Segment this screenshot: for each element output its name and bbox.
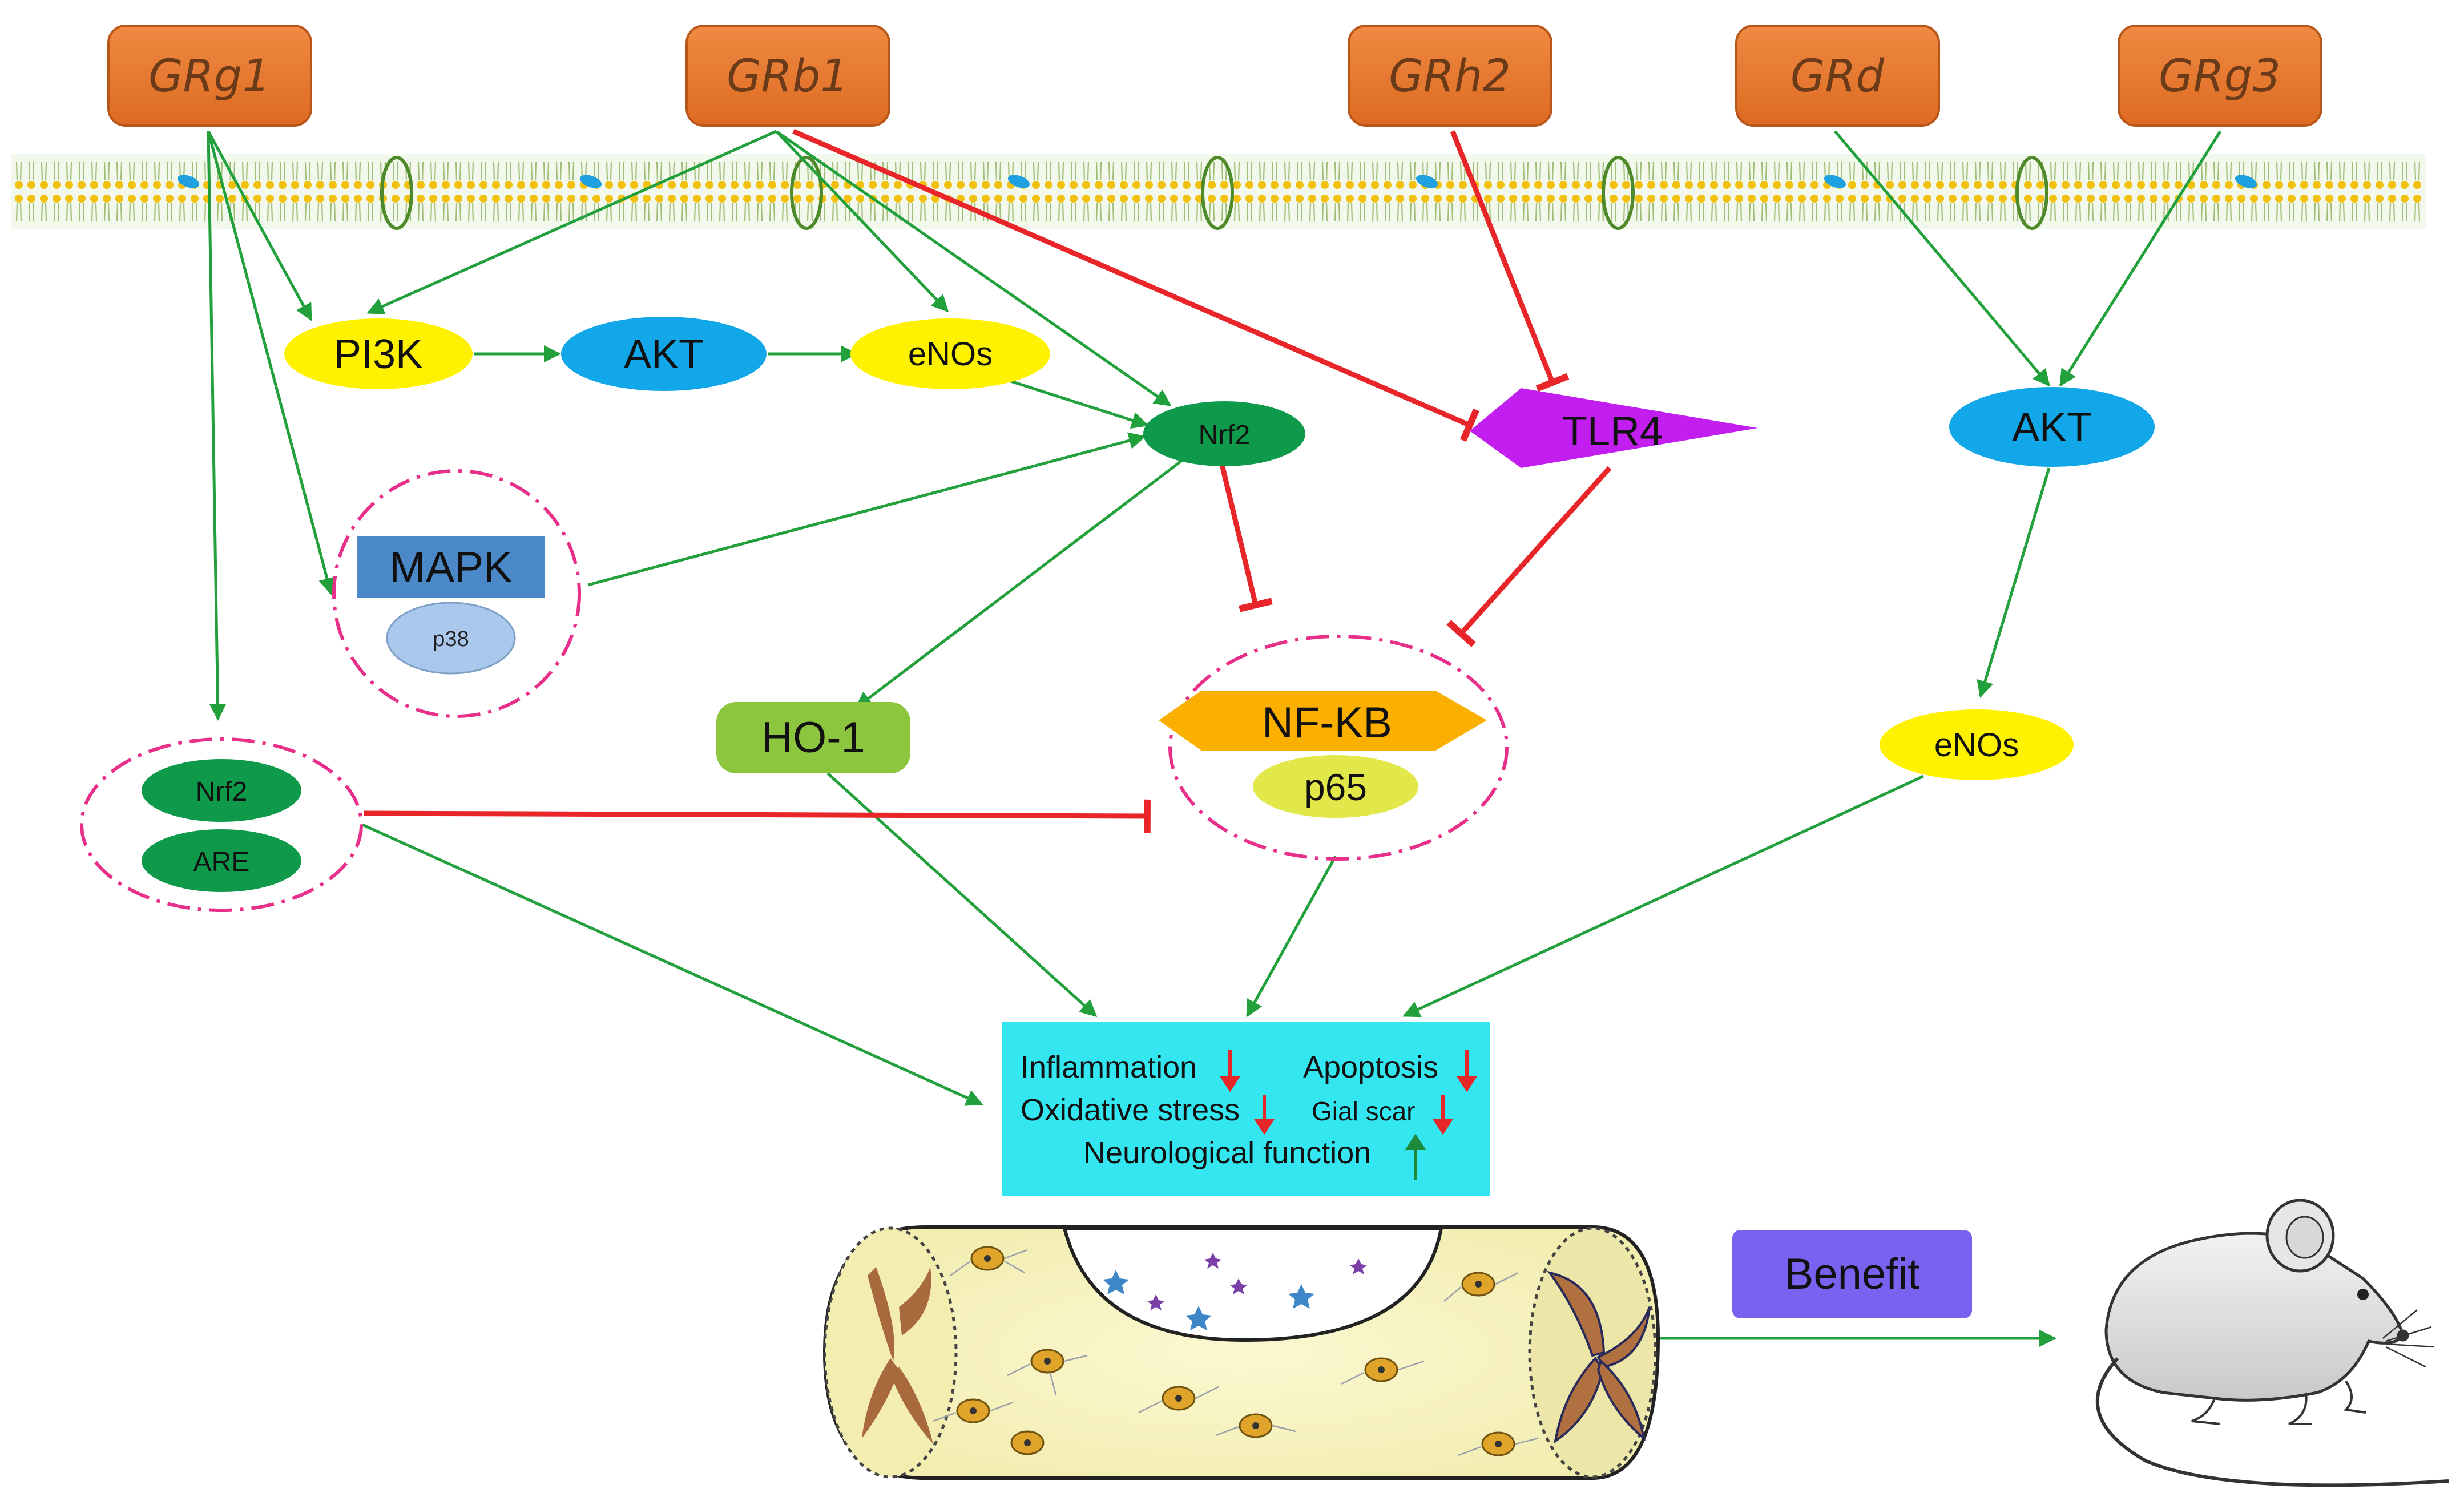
grh2-label: GRh2 bbox=[1389, 51, 1511, 102]
spinal-cord-icon bbox=[822, 1225, 1660, 1480]
svg-text:PI3K: PI3K bbox=[334, 332, 423, 377]
membrane-receptor-icons bbox=[177, 175, 2257, 188]
ginsenoside-grb1: GRb1 bbox=[685, 25, 890, 127]
are-ellipse bbox=[142, 829, 301, 892]
ginsenoside-boxes: GRg1 GRb1 GRh2 GRd GRg3 bbox=[107, 25, 2322, 127]
nfkb-label: NF-KB bbox=[1262, 699, 1392, 747]
arrow-up-icon bbox=[1405, 1133, 1426, 1180]
inhibit-tlr4-nfkb bbox=[1446, 466, 1612, 647]
outcome-box: Inflammation Apoptosis Oxidative stress … bbox=[1002, 1022, 1490, 1196]
svg-text:AKT: AKT bbox=[2012, 405, 2092, 450]
ginsenoside-grh2: GRh2 bbox=[1348, 25, 1552, 127]
mapk-box bbox=[357, 536, 545, 598]
svg-text:eNOs: eNOs bbox=[1934, 727, 2019, 764]
arrow-mapk-nrf2 bbox=[587, 432, 1146, 587]
arrow-nrf2-ho1 bbox=[854, 455, 1188, 709]
neurological-function-label: Neurological function bbox=[1083, 1136, 1371, 1170]
mapk-p38-complex: MAPK p38 bbox=[332, 469, 581, 718]
glial-scar-label: Gial scar bbox=[1312, 1096, 1415, 1126]
svg-text:TLR4: TLR4 bbox=[1562, 409, 1663, 454]
mapk-label: MAPK bbox=[389, 543, 512, 592]
nrf2-are-complex: Nrf2 ARE bbox=[80, 737, 363, 912]
node-akt-left: AKT bbox=[561, 317, 767, 391]
nfkb-p65-complex: NF-KB p65 bbox=[1159, 635, 1509, 861]
inflammation-label: Inflammation bbox=[1021, 1050, 1197, 1084]
node-tlr4: TLR4 bbox=[1470, 388, 1758, 468]
benefit-box: Benefit bbox=[1732, 1230, 1972, 1318]
p65-label: p65 bbox=[1304, 766, 1367, 808]
inhibit-nrf2-nfkb bbox=[1219, 461, 1273, 612]
p38-label: p38 bbox=[433, 627, 469, 651]
inhibit-nrf2are-nfkb bbox=[364, 799, 1151, 833]
node-enos-right: eNOs bbox=[1880, 709, 2074, 780]
nrf2-left-ellipse bbox=[142, 759, 301, 822]
ginsenoside-grg3: GRg3 bbox=[2118, 25, 2322, 127]
grd-label: GRd bbox=[1790, 51, 1885, 102]
node-ho1: HO-1 bbox=[716, 702, 910, 773]
arrow-nrf2are-outcome bbox=[361, 823, 983, 1106]
are-label: ARE bbox=[193, 847, 250, 877]
arrow-ho1-outcome bbox=[826, 772, 1098, 1018]
arrow-grg1-nrf2 bbox=[207, 131, 227, 721]
lesion-star-icons bbox=[1103, 1253, 1367, 1330]
arrow-grb1-pi3k bbox=[366, 130, 777, 314]
apoptosis-label: Apoptosis bbox=[1303, 1050, 1438, 1084]
svg-text:Nrf2: Nrf2 bbox=[1199, 420, 1251, 450]
arrow-grb1-enos bbox=[775, 130, 949, 313]
oxidative-stress-label: Oxidative stress bbox=[1021, 1093, 1240, 1127]
inhibit-grb1-tlr4 bbox=[792, 128, 1480, 442]
p38-ellipse bbox=[386, 602, 516, 675]
nrf2-left-label: Nrf2 bbox=[196, 777, 248, 807]
mouse-icon bbox=[2095, 1199, 2449, 1487]
cell-membrane bbox=[11, 154, 2426, 230]
grg3-label: GRg3 bbox=[2159, 51, 2281, 102]
nfkb-shape bbox=[1159, 691, 1487, 751]
arrow-enos-outcome bbox=[1402, 774, 1925, 1018]
node-enos-top: eNOs bbox=[850, 318, 1050, 389]
svg-text:AKT: AKT bbox=[624, 332, 704, 377]
arrow-nfkb-outcome bbox=[1245, 855, 1337, 1018]
arrow-down-icon bbox=[1219, 1050, 1478, 1135]
benefit-label: Benefit bbox=[1785, 1250, 1920, 1298]
membrane-channel-icons bbox=[380, 156, 2048, 230]
node-pi3k: PI3K bbox=[284, 318, 473, 389]
arrow-grg1-pi3k bbox=[207, 130, 313, 321]
ginsenoside-grg1: GRg1 bbox=[107, 25, 312, 127]
arrow-grd-akt bbox=[1834, 130, 2050, 387]
grb1-label: GRb1 bbox=[727, 51, 849, 102]
ginsenoside-grd: GRd bbox=[1735, 25, 1940, 127]
inhibition-lines bbox=[364, 128, 1612, 833]
arrow-grg3-akt bbox=[2059, 130, 2222, 387]
inhibit-grh2-tlr4 bbox=[1450, 130, 1570, 392]
arrow-akt-enos-right bbox=[1977, 467, 2051, 698]
p65-ellipse bbox=[1253, 755, 1418, 818]
node-akt-right: AKT bbox=[1949, 387, 2155, 467]
activation-arrows bbox=[207, 130, 2222, 1347]
svg-text:HO-1: HO-1 bbox=[761, 713, 865, 762]
arrow-grg1-mapk bbox=[207, 131, 336, 595]
node-nrf2-mid: Nrf2 bbox=[1143, 401, 1305, 466]
grg1-label: GRg1 bbox=[148, 51, 271, 102]
svg-text:eNOs: eNOs bbox=[908, 336, 993, 373]
arrow-grb1-nrf2 bbox=[775, 130, 1172, 407]
